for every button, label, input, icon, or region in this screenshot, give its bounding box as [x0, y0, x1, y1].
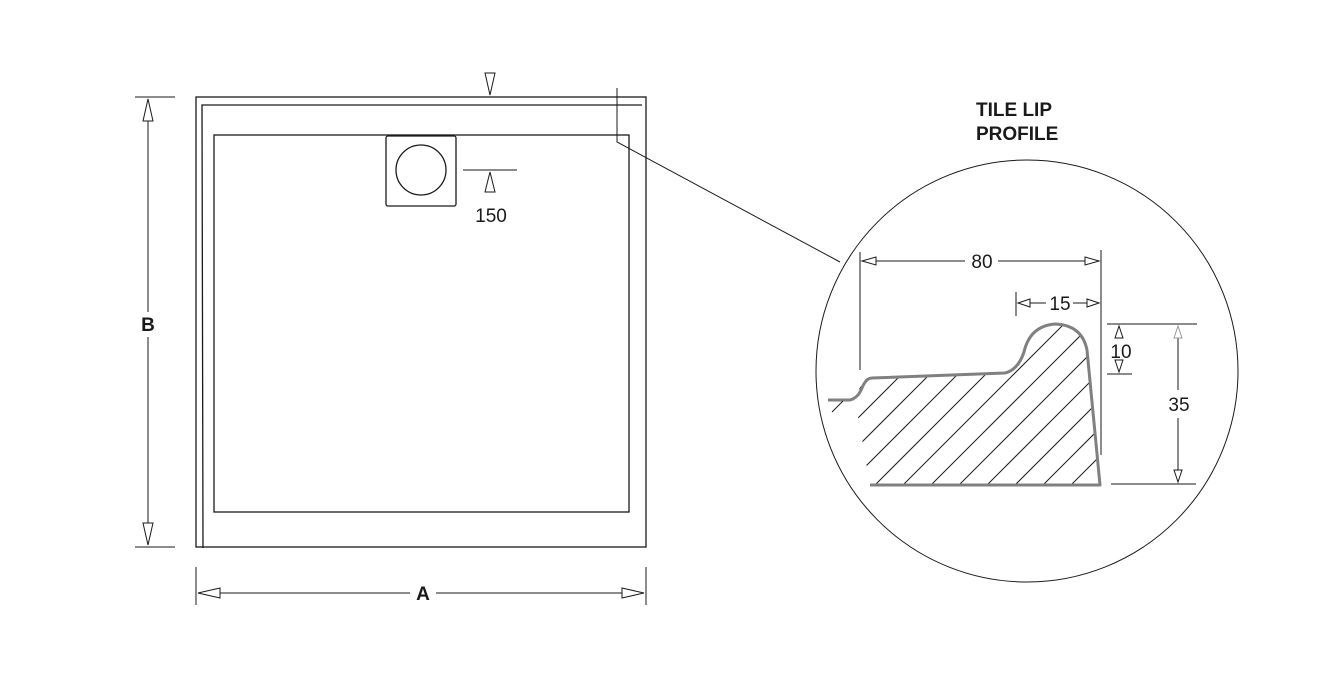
dim-b-arrow-bottom — [142, 522, 154, 546]
dim-35-label: 35 — [1168, 395, 1189, 416]
detail-title-line2: PROFILE — [976, 124, 1058, 145]
dim-15-arrow-right — [1086, 298, 1101, 308]
detail-leader-line — [616, 88, 841, 263]
waste-offset-label: 150 — [475, 206, 507, 227]
hatch-line — [999, 324, 1100, 485]
hatch-line — [943, 324, 1100, 485]
dim-a-arrow-left — [197, 587, 221, 599]
tray-inner-base — [213, 134, 630, 513]
dim-10-label: 10 — [1110, 342, 1131, 363]
waste-outlet-icon — [395, 144, 447, 196]
dim-10-arrow-bottom — [1114, 359, 1124, 374]
dim-b-label: B — [141, 315, 155, 336]
dim-80-label: 80 — [971, 252, 992, 273]
hatch-line — [971, 324, 1100, 485]
tile-lip-detail: 80 15 10 35 — [815, 159, 1319, 583]
dim-10-arrow-top — [1114, 324, 1124, 339]
dim-b-arrow-top — [142, 98, 154, 122]
hatch-line — [1027, 324, 1100, 485]
tile-lip-profile — [828, 322, 1102, 487]
hatch-line — [1055, 324, 1100, 485]
hatch-line — [887, 324, 1089, 485]
dim-15-arrow-left — [1016, 298, 1031, 308]
profile-hatching — [855, 300, 1319, 500]
waste-grate — [385, 135, 457, 207]
dim-35-arrow-top — [1173, 324, 1183, 339]
dim-80-arrow-left — [860, 256, 877, 266]
waste-dim-arrow — [484, 171, 496, 193]
dim-15-label: 15 — [1049, 294, 1070, 315]
detail-title-line1: TILE LIP — [976, 100, 1052, 121]
section-marker-arrow — [484, 72, 496, 96]
plan-view: 150 — [195, 72, 841, 549]
hatch-line — [1196, 300, 1319, 500]
dimension-a: A — [195, 567, 647, 605]
dim-a-arrow-right — [621, 587, 645, 599]
hatch-line — [1168, 300, 1319, 500]
dim-35-arrow-bottom — [1173, 469, 1183, 484]
tile-lip-edge — [201, 104, 642, 549]
detail-circle — [815, 159, 1239, 583]
dimension-b: B — [135, 96, 175, 548]
tray-outer-edge — [195, 96, 647, 548]
hatch-line — [1140, 300, 1319, 500]
hatch-line — [1112, 300, 1312, 500]
dim-a-label: A — [416, 584, 430, 605]
dim-80-arrow-right — [1084, 256, 1101, 266]
